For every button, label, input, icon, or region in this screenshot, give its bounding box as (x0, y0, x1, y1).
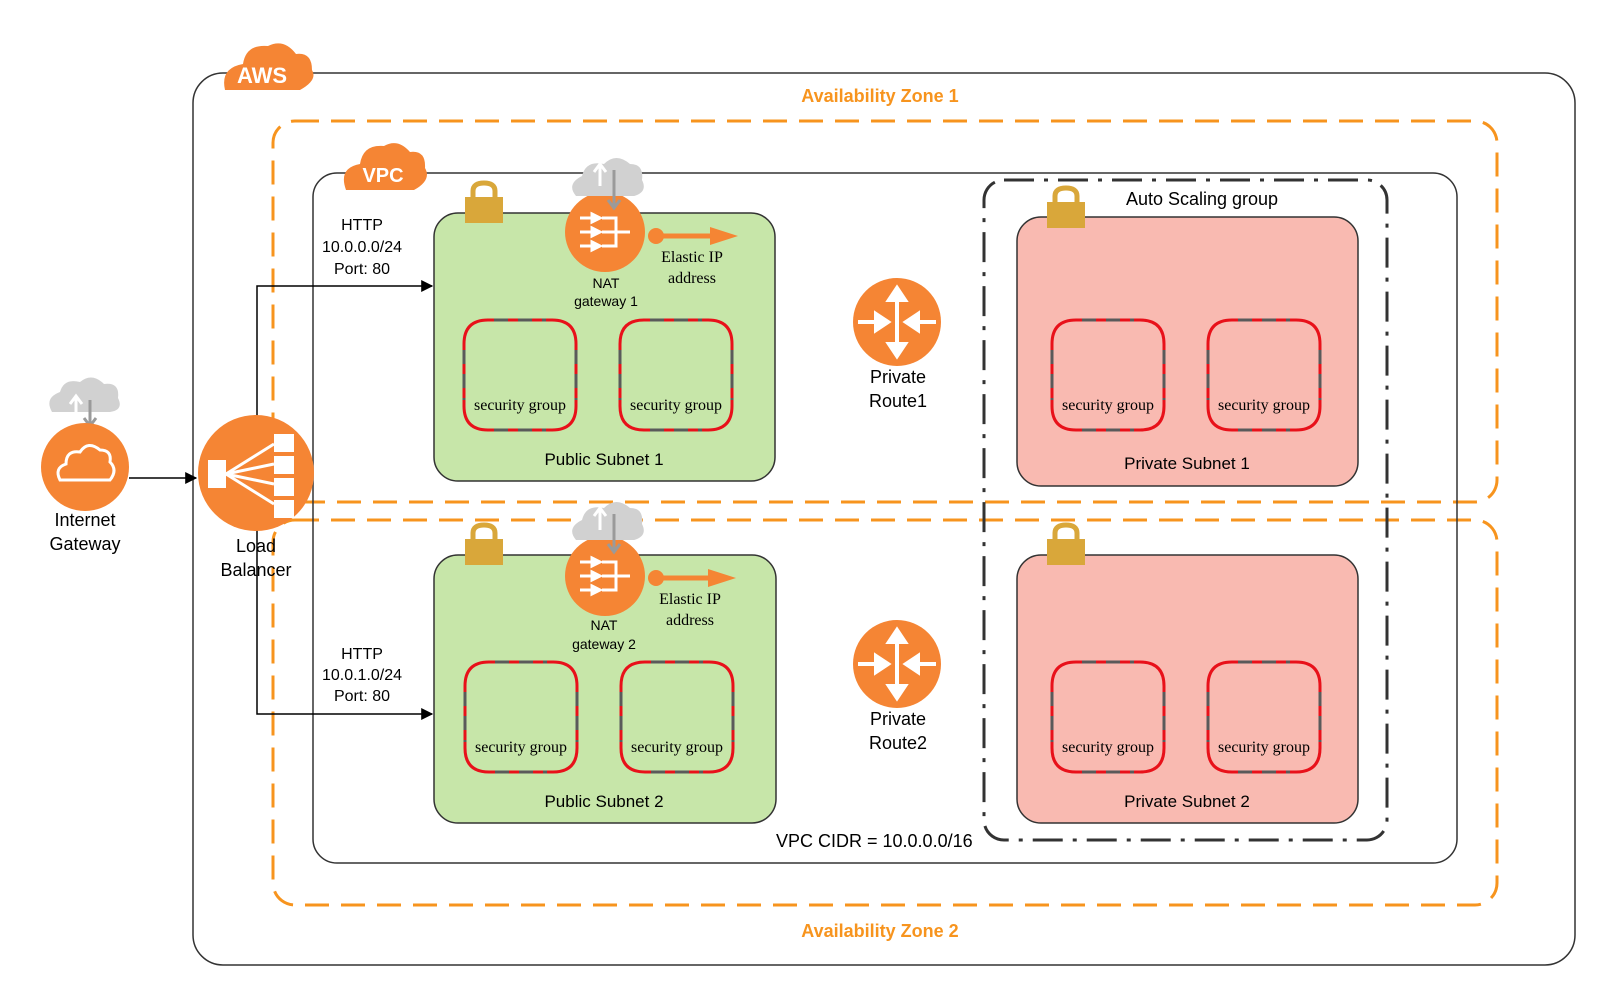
private-route-2-label-line2: Route2 (869, 733, 927, 753)
load-balancer-label-line2: Balancer (220, 560, 291, 580)
lock-icon (1047, 185, 1085, 228)
security-group-label: security group (630, 397, 722, 414)
public-subnet-2-label: Public Subnet 2 (544, 792, 663, 811)
internet-gateway-label-line1: Internet (54, 510, 115, 530)
route-top-protocol: HTTP (341, 217, 383, 234)
vpc-cidr-label: VPC CIDR = 10.0.0.0/16 (776, 831, 973, 851)
private-route-1: Private Route1 (853, 278, 941, 411)
cloud-upload-icon (49, 377, 120, 429)
aws-cloud-boundary (192, 72, 1576, 966)
security-group: security group (1050, 318, 1166, 432)
security-group: security group (619, 660, 735, 774)
private-subnet-2-label: Private Subnet 2 (1124, 792, 1250, 811)
connector-to-public-subnet-1 (256, 280, 434, 420)
route-bottom-cidr: 10.0.1.0/24 (322, 667, 402, 684)
vpc-badge: VPC (343, 143, 427, 190)
lock-icon (1047, 522, 1085, 565)
auto-scaling-group (982, 178, 1389, 842)
load-balancer-label-line1: Load (236, 536, 276, 556)
vpc-badge-label: VPC (362, 165, 403, 187)
aws-badge-label: AWS (237, 63, 287, 88)
private-route-1-label-line1: Private (870, 367, 926, 387)
cloud-download-icon (572, 502, 644, 555)
route-top-cidr: 10.0.0.0/24 (322, 239, 402, 256)
public-subnet-1-label: Public Subnet 1 (544, 450, 663, 469)
private-route-2-label-line1: Private (870, 709, 926, 729)
private-route-1-label-line2: Route1 (869, 391, 927, 411)
security-group: security group (1206, 660, 1322, 774)
internet-gateway-icon (41, 423, 129, 511)
security-group-label: security group (1062, 739, 1154, 756)
internet-gateway-label-line2: Gateway (49, 534, 120, 554)
availability-zone-1-label: Availability Zone 1 (801, 86, 958, 106)
elastic-ip-2: Elastic IP address (648, 569, 736, 629)
nat-gateway-2-label-line1: NAT (591, 617, 618, 633)
route-bottom-protocol: HTTP (341, 646, 383, 663)
route-bottom-port: Port: 80 (334, 688, 390, 705)
lock-icon (465, 522, 503, 565)
elastic-ip-1: Elastic IP address (648, 227, 738, 287)
security-group: security group (1206, 318, 1322, 432)
security-group-label: security group (1062, 397, 1154, 414)
private-subnet-1-label: Private Subnet 1 (1124, 454, 1250, 473)
availability-zone-2-label: Availability Zone 2 (801, 921, 958, 941)
security-group-label: security group (1218, 739, 1310, 756)
private-route-2: Private Route2 (853, 620, 941, 753)
aws-badge: AWS (224, 43, 314, 90)
security-group: security group (462, 318, 578, 432)
security-group-label: security group (1218, 397, 1310, 414)
security-group-label: security group (475, 739, 567, 756)
load-balancer: Load Balancer (198, 415, 314, 580)
auto-scaling-group-label: Auto Scaling group (1126, 189, 1278, 209)
security-group: security group (618, 318, 734, 432)
connector-to-public-subnet-2 (256, 500, 434, 720)
private-subnet-2 (1016, 554, 1359, 824)
availability-zone-2 (271, 518, 1499, 907)
security-group: security group (1050, 660, 1166, 774)
cloud-icon (224, 43, 314, 90)
elastic-ip-2-label-line1: Elastic IP (659, 591, 721, 608)
internet-gateway: Internet Gateway (41, 377, 129, 554)
route-top-port: Port: 80 (334, 261, 390, 278)
private-subnet-1 (1016, 216, 1359, 487)
nat-gateway-1-label-line1: NAT (593, 275, 620, 291)
security-group: security group (463, 660, 579, 774)
security-group-label: security group (474, 397, 566, 414)
elastic-ip-1-label-line1: Elastic IP (661, 249, 723, 266)
security-group-label: security group (631, 739, 723, 756)
nat-gateway-2-label-line2: gateway 2 (572, 636, 636, 652)
nat-gateway-2: NAT gateway 2 (565, 502, 645, 652)
availability-zone-1 (271, 119, 1499, 504)
nat-gateway-1: NAT gateway 1 (565, 158, 645, 309)
nat-gateway-1-label-line2: gateway 1 (574, 293, 638, 309)
cloud-icon (343, 143, 427, 190)
cloud-download-icon (572, 158, 644, 211)
elastic-ip-2-label-line2: address (666, 612, 714, 629)
lock-icon (465, 180, 503, 223)
vpc-boundary (312, 172, 1458, 864)
elastic-ip-1-label-line2: address (668, 270, 716, 287)
